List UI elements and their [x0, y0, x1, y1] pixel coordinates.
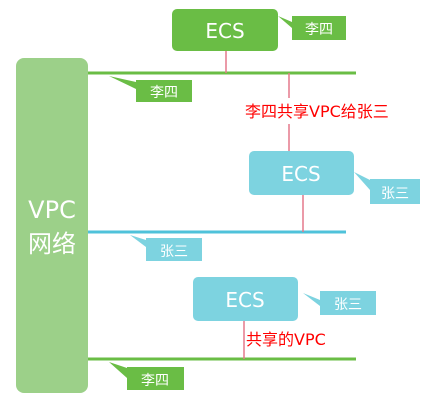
vpc-label-line1: VPC	[28, 196, 76, 224]
shared-vpc-note: 共享的VPC	[246, 330, 326, 349]
subnet-tag-text-1: 李四	[150, 85, 178, 101]
subnet-tag-1: 李四	[109, 76, 192, 102]
subnet-tag-text-3: 李四	[141, 373, 169, 389]
ecs-box-middle	[249, 151, 354, 195]
ecs-label-top: ECS	[205, 19, 244, 43]
owner-tag-text-middle: 张三	[381, 186, 409, 202]
ecs-box-bottom	[193, 277, 298, 321]
owner-tag-ecs-middle: 张三	[354, 172, 420, 204]
ecs-label-middle: ECS	[281, 162, 320, 186]
owner-tag-text-bottom: 张三	[334, 297, 362, 313]
subnet-tag-3: 李四	[109, 362, 184, 390]
ecs-box-top	[172, 9, 278, 51]
vpc-bar	[16, 58, 88, 393]
subnet-tag-shape-3	[109, 362, 184, 390]
ecs-node-bottom: ECS	[193, 277, 298, 321]
subnet-tag-2: 张三	[130, 235, 202, 261]
owner-tag-shape-bottom	[303, 291, 376, 315]
ecs-label-bottom: ECS	[225, 288, 264, 312]
owner-tag-shape-middle	[354, 172, 420, 204]
owner-tag-ecs-bottom: 张三	[303, 291, 376, 315]
owner-tag-ecs-top: 李四	[278, 16, 346, 40]
vpc-network-block: VPC 网络	[16, 58, 88, 393]
ecs-node-middle: ECS	[249, 151, 354, 195]
vpc-label-line2: 网络	[28, 230, 76, 258]
subnet-tag-text-2: 张三	[160, 244, 188, 260]
share-note: 李四共享VPC给张三	[245, 102, 389, 121]
owner-tag-shape-top	[278, 16, 346, 40]
owner-tag-text-top: 李四	[305, 22, 333, 38]
subnet-tag-shape-1	[109, 76, 192, 102]
ecs-node-top: ECS	[172, 9, 278, 51]
subnet-tag-shape-2	[130, 235, 202, 261]
